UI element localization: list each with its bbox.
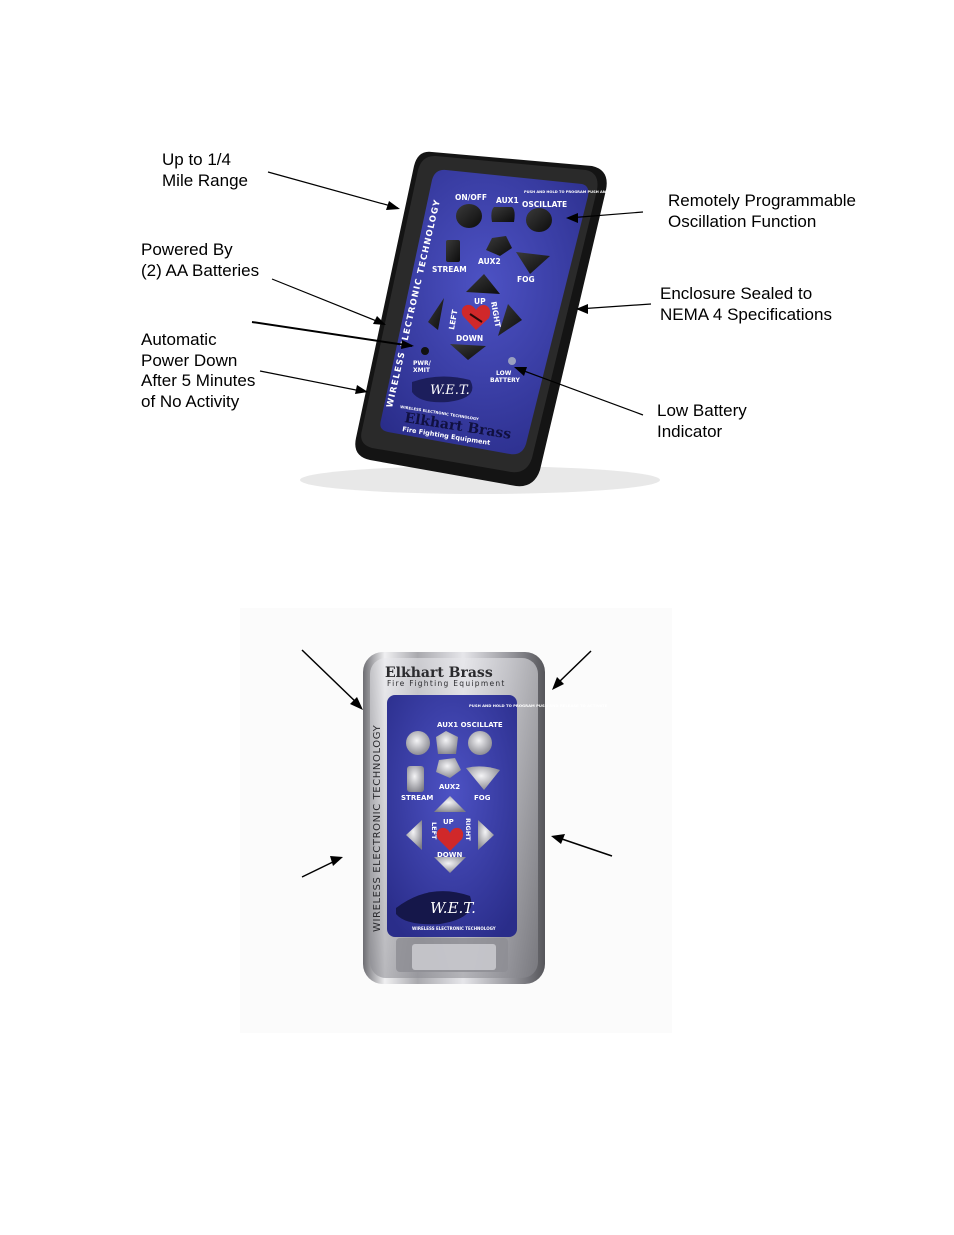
wet-logo: W.E.T. (430, 383, 470, 398)
chrome-stream-label: STREAM (401, 794, 433, 802)
aux2-label: AUX2 (478, 257, 501, 266)
up-button[interactable] (466, 274, 500, 294)
on-off-button[interactable] (456, 204, 482, 228)
callout-range: Up to 1/4 Mile Range (162, 150, 248, 190)
fog-label: FOG (517, 275, 535, 284)
stream-button[interactable] (446, 240, 460, 262)
low-battery-label: LOW BATTERY (490, 370, 520, 384)
chrome-fog-label: FOG (474, 794, 491, 802)
chrome-stream-button[interactable] (407, 766, 424, 792)
chrome-blue-panel (387, 695, 517, 937)
chrome-up-button[interactable] (434, 796, 466, 812)
oscillate-label: OSCILLATE (522, 200, 567, 209)
wet-logo-splash (412, 376, 473, 403)
chrome-wet-splash (396, 891, 472, 925)
chrome-oscillate-note: PUSH AND HOLD TO PROGRAM PUSH AND RELEAS… (469, 703, 608, 708)
pwr-xmit-label: PWR/ XMIT (413, 360, 433, 374)
low-battery-led (508, 357, 516, 365)
callout-lines (251, 171, 652, 416)
chrome-arrowheads (330, 677, 565, 866)
oscillate-note: PUSH AND HOLD TO PROGRAM PUSH AND RELEAS… (524, 190, 655, 194)
right-button[interactable] (498, 304, 522, 336)
down-label: DOWN (456, 334, 483, 343)
chrome-arrow-lines (301, 649, 613, 878)
down-button[interactable] (450, 344, 486, 360)
callout-power-down: Automatic Power Down After 5 Minutes of … (141, 330, 256, 411)
chrome-right-button[interactable] (478, 820, 494, 850)
callout-oscillation: Remotely Programmable Oscillation Functi… (668, 191, 857, 231)
callout-arrowheads (355, 201, 588, 394)
on-off-label: ON/OFF (455, 193, 487, 202)
left-label: LEFT (447, 308, 460, 330)
chrome-left-button[interactable] (406, 820, 422, 850)
left-button[interactable] (428, 298, 444, 330)
pwr-xmit-led (421, 347, 429, 355)
chrome-aux1-button[interactable] (436, 731, 458, 754)
chrome-on-off-button[interactable] (406, 731, 430, 755)
aux1-button[interactable] (491, 207, 515, 222)
aux2-button[interactable] (486, 236, 512, 256)
chrome-brand: Elkhart Brass (385, 665, 493, 681)
chrome-left-label: LEFT (430, 822, 438, 840)
chrome-up-label: UP (443, 818, 454, 826)
chrome-brand-sub: Fire Fighting Equipment (387, 679, 506, 688)
stream-label: STREAM (432, 265, 467, 274)
chrome-right-label: RIGHT (464, 818, 472, 841)
chrome-aux2-button[interactable] (436, 758, 461, 778)
chrome-aux1-oscillate: AUX1 OSCILLATE (437, 721, 503, 729)
chrome-fog-button[interactable] (466, 766, 500, 790)
chrome-down-button[interactable] (434, 857, 466, 873)
chrome-side-text: WIRELESS ELECTRONIC TECHNOLOGY (372, 724, 383, 932)
oscillate-button[interactable] (526, 208, 552, 232)
chrome-oscillate-button[interactable] (468, 731, 492, 755)
chrome-heart-logo-icon (436, 827, 464, 851)
chrome-brand-small: WIRELESS ELECTRONIC TECHNOLOGY (412, 926, 496, 931)
callout-enclosure: Enclosure Sealed to NEMA 4 Specification… (660, 284, 832, 324)
chrome-wet-logo: W.E.T. (430, 899, 476, 917)
up-label: UP (474, 297, 486, 306)
aux1-label: AUX1 (496, 196, 519, 205)
chrome-aux2-label: AUX2 (439, 783, 460, 791)
callout-low-battery: Low Battery Indicator (657, 401, 747, 441)
chrome-down-label: DOWN (437, 851, 462, 859)
fog-button[interactable] (516, 252, 550, 274)
callout-batteries: Powered By (2) AA Batteries (141, 240, 260, 280)
